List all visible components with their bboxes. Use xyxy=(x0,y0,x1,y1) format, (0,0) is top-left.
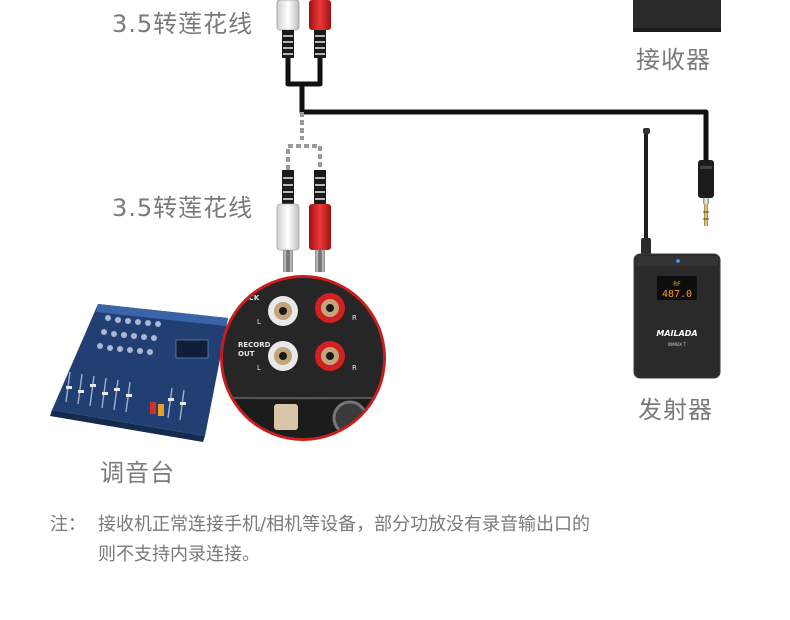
display-indicator: RF xyxy=(673,281,681,288)
mixer-knobs xyxy=(97,315,161,355)
receiver-device xyxy=(633,0,721,32)
footnote-prefix: 注： xyxy=(50,514,86,535)
jack-label-record: RECORD xyxy=(238,341,271,349)
rca-jack-red-top xyxy=(315,293,345,323)
power-led-icon xyxy=(676,259,680,263)
rca-jack-white-bottom xyxy=(268,341,298,371)
jack-label-out: OUT xyxy=(238,350,255,358)
transmitter-device: RF 487.0 MAILADA WM8X T xyxy=(633,128,721,379)
channel-right-label-2: R xyxy=(352,364,357,372)
transmitter-display xyxy=(657,276,697,300)
channel-left-label-2: L xyxy=(257,364,261,372)
model-label: WM8X T xyxy=(668,342,687,348)
footnote-line-1: 接收机正常连接手机/相机等设备，部分功放没有录音输出口的 xyxy=(98,514,591,535)
headphone-jack-plug xyxy=(698,160,714,226)
cable-dashed-link xyxy=(286,112,322,170)
mixer-device xyxy=(50,304,228,442)
rca-plugs-mid xyxy=(276,170,331,272)
channel-right-label: R xyxy=(352,314,357,322)
jack-closeup: BACK RECORD OUT L R L R xyxy=(220,275,386,441)
rca-jack-red-bottom xyxy=(315,341,345,371)
brand-logo: MAILADA xyxy=(656,329,697,338)
transmitter-label: 发射器 xyxy=(638,396,713,424)
receiver-label: 接收器 xyxy=(636,46,711,74)
rca-cable-label-top: 3.5转莲花线 xyxy=(112,10,254,38)
footnote-line-2: 则不支持内录连接。 xyxy=(98,544,260,565)
audio-cable xyxy=(285,58,709,160)
display-readout: 487.0 xyxy=(662,289,692,300)
mixer-label: 调音台 xyxy=(100,459,175,487)
rca-jack-white-top xyxy=(268,296,298,326)
channel-left-label: L xyxy=(257,318,261,326)
rca-cable-label-mid: 3.5转莲花线 xyxy=(112,194,254,222)
rca-plugs-top xyxy=(276,0,331,58)
